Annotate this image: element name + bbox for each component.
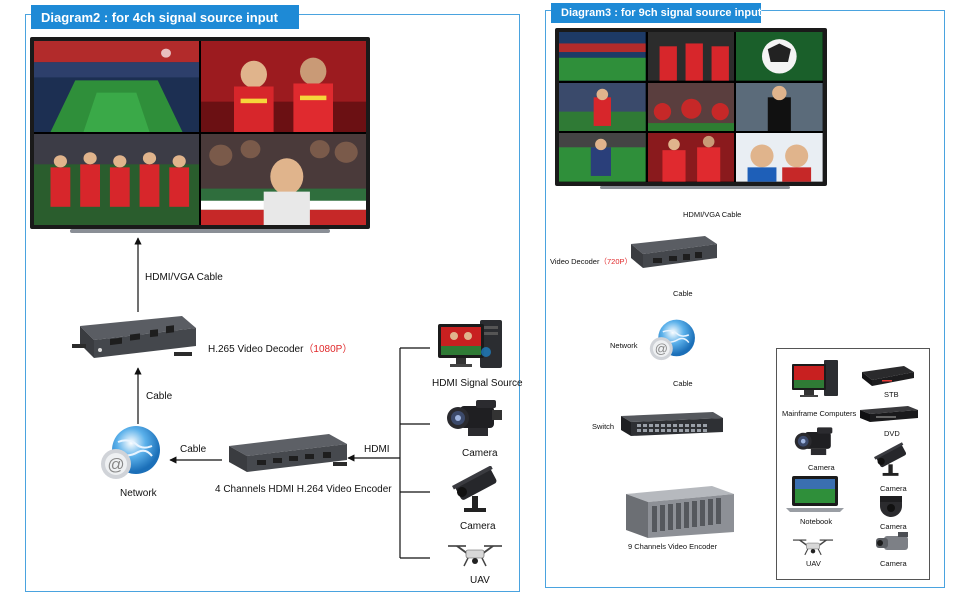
tv-4ch-stand <box>70 229 330 233</box>
d2-cable-mid-label: Cable <box>146 391 173 402</box>
camcorder-device <box>446 396 506 442</box>
tv9-cell-3 <box>736 32 823 81</box>
d2-encoder-label: 4 Channels HDMI H.264 Video Encoder <box>215 484 392 495</box>
d2-source-hdmi-label: HDMI Signal Source <box>432 378 523 389</box>
svg-text:@: @ <box>107 455 124 474</box>
d2-source-uav-label: UAV <box>470 575 490 586</box>
d2-decoder-name: H.265 Video Decoder <box>208 344 304 355</box>
tv9-cell-6 <box>736 82 823 132</box>
d3-encoder-label: 9 Channels Video Encoder <box>628 542 718 551</box>
d3-uav-device <box>790 534 836 558</box>
d3-decoder-res: （720P） <box>599 257 633 266</box>
d2-decoder-res: （1080P） <box>303 344 353 355</box>
d2-source-camera1-label: Camera <box>462 448 498 459</box>
video-decoder-720p-device <box>625 234 721 274</box>
uav-drone-device <box>444 540 506 568</box>
d3-cable-top-label: HDMI/VGA Cable <box>683 210 742 219</box>
d3-stb-label: STB <box>884 390 899 399</box>
tv-cell-fans <box>201 134 366 225</box>
d2-cable-top-label: HDMI/VGA Cable <box>145 272 223 283</box>
d3-camera2-label: Camera <box>880 484 907 493</box>
svg-text:@: @ <box>655 341 668 356</box>
d3-switch-label: Switch <box>592 422 615 431</box>
d3-notebook-device <box>784 474 846 514</box>
d3-mainframe-label: Mainframe Computers <box>782 409 857 418</box>
tv9-cell-1 <box>559 32 646 81</box>
tv9-cell-5 <box>647 82 735 132</box>
d3-dome-camera-device <box>876 492 906 520</box>
tv-cell-players-red <box>201 41 366 132</box>
tv9-cell-2 <box>647 32 735 81</box>
d3-camcorder-device <box>794 424 840 460</box>
diagram2-title: Diagram2 : for 4ch signal source input <box>31 5 299 29</box>
d3-dvd-device <box>858 404 920 424</box>
d2-network-label: Network <box>120 488 157 499</box>
d3-notebook-label: Notebook <box>800 517 833 526</box>
hdmi-source-monitor-device <box>436 318 506 372</box>
d3-sources-box <box>776 348 930 580</box>
tv-9ch-stand <box>600 186 790 189</box>
network-switch-device <box>617 410 725 440</box>
tv9-cell-9 <box>736 133 823 182</box>
tv-cell-stadium <box>34 41 199 132</box>
diagram3-title: Diagram3 : for 9ch signal source input <box>551 3 762 23</box>
d3-camera4-label: Camera <box>880 559 907 568</box>
tv-9ch <box>555 28 827 186</box>
tv-4ch <box>30 37 370 229</box>
d3-camera1-label: Camera <box>808 463 835 472</box>
d3-camera3-label: Camera <box>880 522 907 531</box>
cctv-camera-device <box>452 466 502 514</box>
d3-stb-device <box>858 362 916 390</box>
d3-decoder-label: Video Decoder（720P） <box>550 256 632 267</box>
network-globe-9ch-icon: @ <box>646 318 698 364</box>
d2-cable-horiz-label: Cable <box>180 444 207 455</box>
d3-uav-label: UAV <box>806 559 821 568</box>
tv-cell-team <box>34 134 199 225</box>
d2-decoder-label: H.265 Video Decoder（1080P） <box>208 340 352 355</box>
d3-handycam-device <box>874 530 914 556</box>
d2-hdmi-label: HDMI <box>364 444 390 455</box>
9ch-encoder-rack-device <box>622 484 738 538</box>
tv9-cell-4 <box>559 82 646 132</box>
h265-decoder-device <box>70 312 200 368</box>
4ch-encoder-device <box>225 432 350 476</box>
d3-cable1-label: Cable <box>673 289 693 298</box>
network-globe-icon: @ <box>96 424 164 484</box>
d3-mainframe-device <box>790 360 840 400</box>
d2-source-camera2-label: Camera <box>460 521 496 532</box>
d3-dvd-label: DVD <box>884 429 900 438</box>
d3-network-label: Network <box>610 341 638 350</box>
d3-cable2-label: Cable <box>673 379 693 388</box>
tv9-cell-8 <box>647 133 735 182</box>
d3-decoder-name: Video Decoder <box>550 257 600 266</box>
tv9-cell-7 <box>559 133 646 182</box>
d3-cctv-device <box>874 440 910 480</box>
